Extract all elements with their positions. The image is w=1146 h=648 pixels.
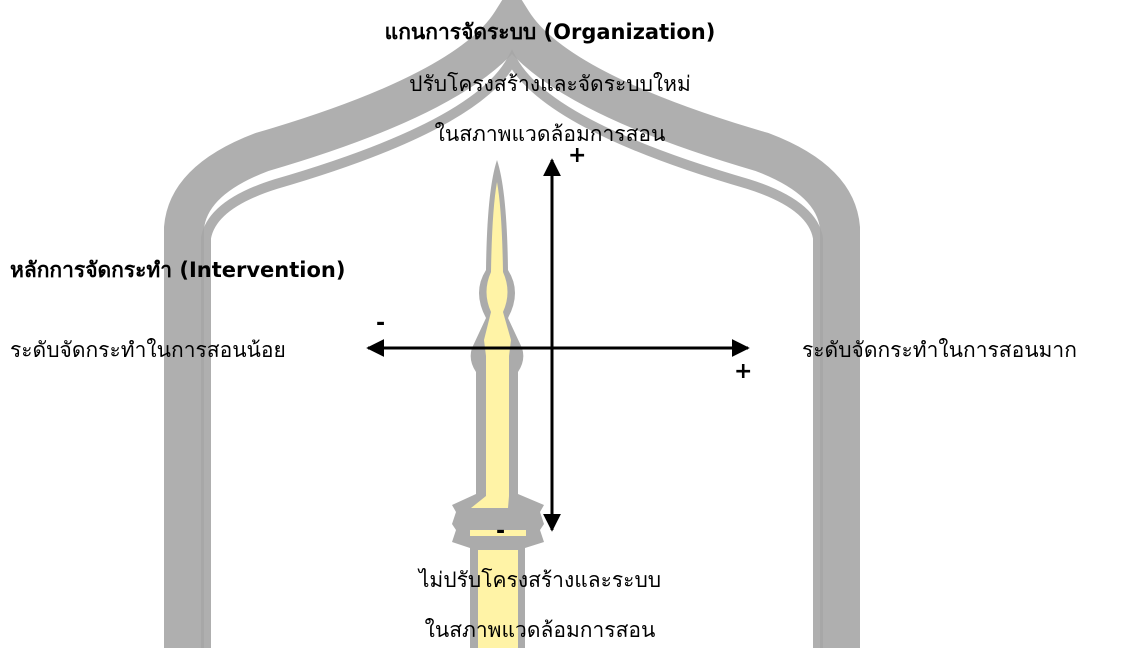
horizontal-axis-left-label: ระดับจัดกระทำในการสอนน้อย bbox=[10, 338, 286, 362]
vertical-axis-top-label-line-2: ในสภาพแวดล้อมการสอน bbox=[434, 122, 666, 146]
horizontal-axis-right-label: ระดับจัดกระทำในการสอนมาก bbox=[802, 338, 1077, 362]
watermark-spire-band bbox=[470, 530, 526, 536]
vertical-axis-title: แกนการจัดระบบ (Organization) bbox=[384, 20, 716, 44]
watermark-inner-arch bbox=[201, 49, 823, 648]
horizontal-axis-left-sign: - bbox=[376, 311, 386, 336]
vertical-axis-bottom-sign: - bbox=[496, 519, 506, 544]
vertical-axis-top-label-line-1: ปรับโครงสร้างและจัดระบบใหม่ bbox=[409, 72, 691, 96]
vertical-axis-bottom-label-line-2: ในสภาพแวดล้อมการสอน bbox=[424, 618, 656, 642]
horizontal-axis-right-sign: + bbox=[734, 359, 753, 384]
watermark-outer-arch bbox=[164, 0, 860, 648]
watermark-spire-inlay-base bbox=[478, 550, 518, 648]
vertical-axis-top-sign: + bbox=[568, 143, 587, 168]
horizontal-axis-title: หลักการจัดกระทำ (Intervention) bbox=[10, 258, 346, 282]
vertical-axis-bottom-label-line-1: ไม่ปรับโครงสร้างและระบบ bbox=[418, 568, 662, 592]
